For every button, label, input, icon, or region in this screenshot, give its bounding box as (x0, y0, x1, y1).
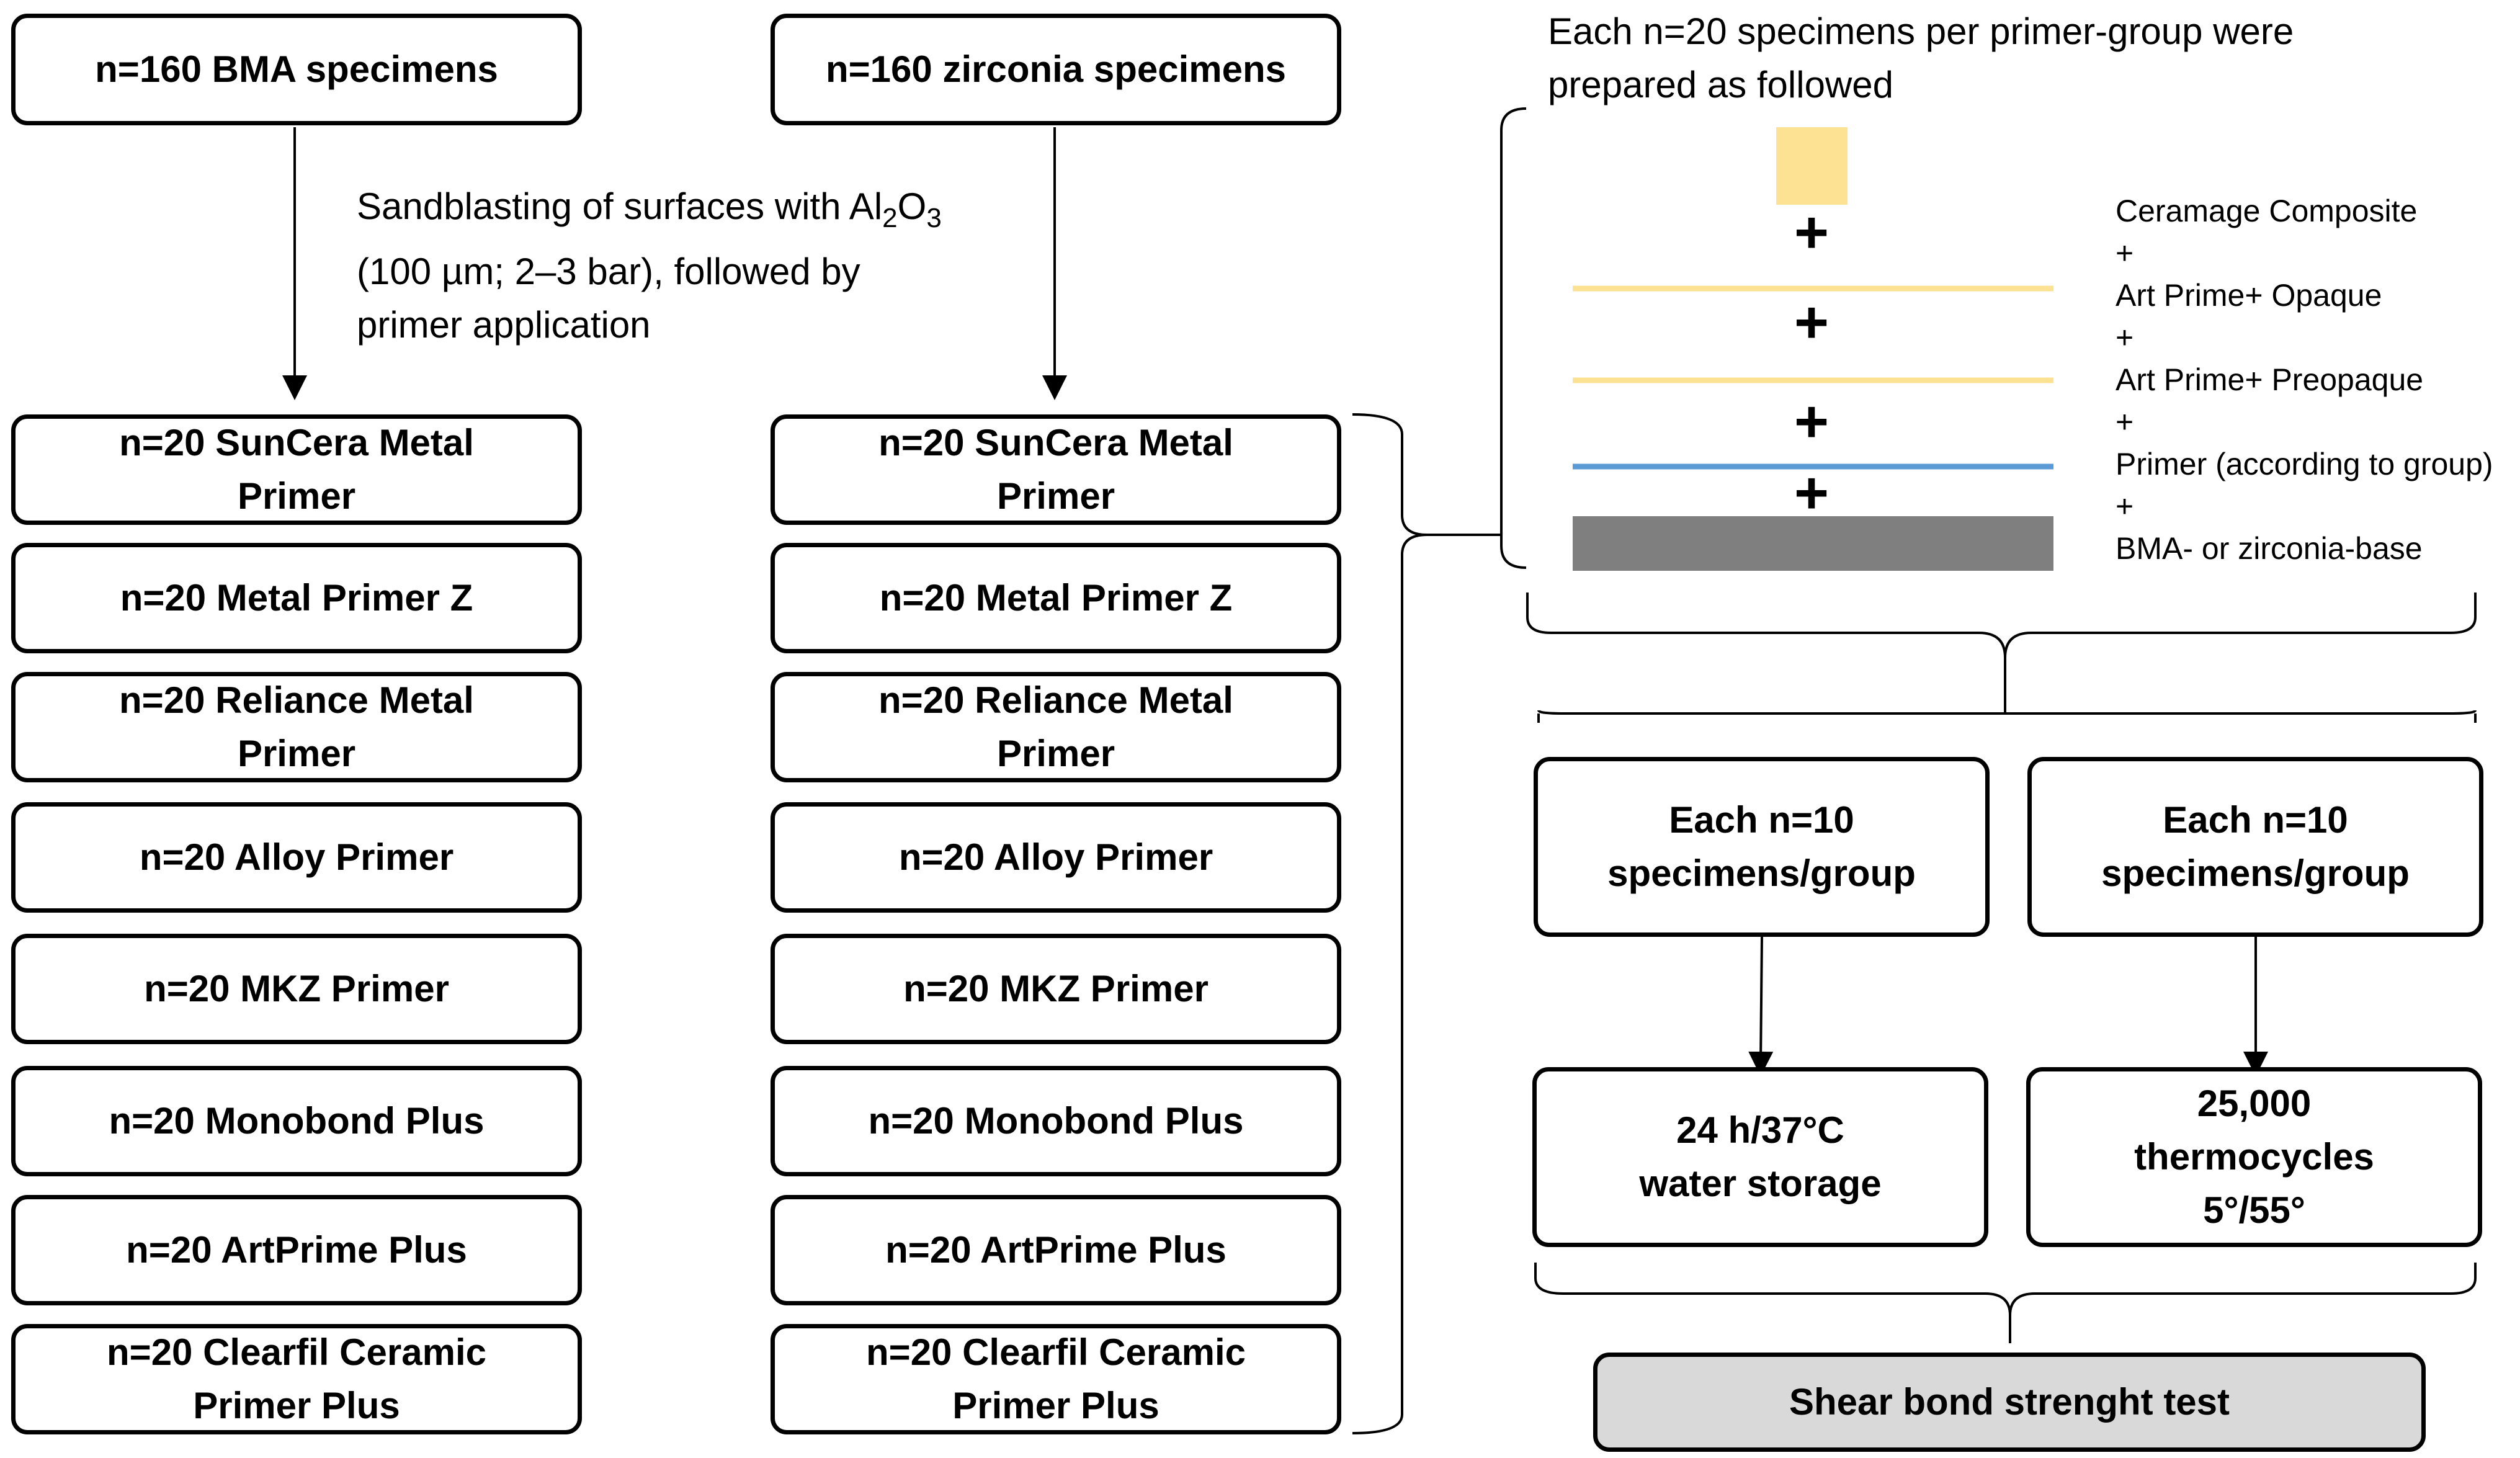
zirconia-specimens-box: n=160 zirconia specimens (771, 14, 1341, 125)
legend-item: Primer (according to group) (2116, 447, 2493, 481)
primer-group-line1: n=20 ArtPrime Plus (885, 1229, 1226, 1271)
layer-legend: Ceramage Composite + Art Prime+ Opaque +… (2116, 192, 2493, 572)
bma-specimens-label: n=160 BMA specimens (95, 48, 498, 90)
sandblast-line1: Sandblasting of surfaces with Al (357, 186, 883, 227)
primer-group-line2: Primer Plus (193, 1385, 400, 1426)
primer-group-line2: Primer (996, 475, 1115, 517)
water-storage-line1: 24 h/37°C (1676, 1109, 1844, 1151)
primer-group-line1: n=20 Monobond Plus (868, 1100, 1244, 1142)
primer-group-line1: n=20 MKZ Primer (144, 968, 449, 1009)
primer-group-box: n=20 Alloy Primer (11, 802, 582, 913)
thermo-group-box: Each n=10 specimens/group (2027, 757, 2483, 937)
sandblast-line2: (100 µm; 2–3 bar), followed by (357, 251, 860, 292)
primer-group-line2: Primer (996, 733, 1115, 774)
water-group-line1: Each n=10 (1669, 799, 1854, 841)
base-block (1573, 516, 2053, 571)
shear-bond-test-box: Shear bond strenght test (1593, 1353, 2426, 1452)
shear-bond-test-label: Shear bond strenght test (1789, 1381, 2230, 1423)
primer-group-line1: n=20 Metal Primer Z (879, 577, 1233, 619)
sandblast-line3: primer application (357, 304, 651, 346)
water-storage-box: 24 h/37°C water storage (1532, 1067, 1988, 1247)
zirconia-brace (1352, 413, 1428, 1434)
primer-group-line1: n=20 Clearfil Ceramic (866, 1331, 1246, 1373)
primer-group-line2: Primer Plus (952, 1385, 1159, 1426)
preparation-title-line1: Each n=20 specimens per primer-group wer… (1548, 11, 2294, 52)
water-storage-line2: water storage (1639, 1163, 1882, 1204)
primer-group-box: n=20 MKZ Primer (771, 934, 1341, 1044)
bma-specimens-box: n=160 BMA specimens (11, 14, 582, 125)
primer-group-line1: n=20 Alloy Primer (139, 836, 454, 878)
legend-item: + (2116, 405, 2134, 439)
sandblast-note: Sandblasting of surfaces with Al2O3 (100… (357, 180, 942, 352)
primer-group-line2: Primer (237, 733, 356, 774)
primer-group-box: n=20 ArtPrime Plus (11, 1195, 582, 1305)
preparation-title: Each n=20 specimens per primer-group wer… (1548, 5, 2294, 112)
thermocycles-box: 25,000 thermocycles 5°/55° (2026, 1067, 2482, 1247)
primer-group-line1: n=20 ArtPrime Plus (126, 1229, 467, 1271)
primer-group-box: n=20 MKZ Primer (11, 934, 582, 1044)
legend-item: BMA- or zirconia-base (2116, 531, 2423, 566)
primer-group-line1: n=20 Metal Primer Z (120, 577, 473, 619)
thermo-group-line2: specimens/group (2101, 852, 2410, 894)
water-group-line2: specimens/group (1607, 852, 1916, 894)
primer-group-box: n=20 Metal Primer Z (771, 543, 1341, 653)
primer-group-line1: n=20 SunCera Metal (878, 422, 1233, 463)
oxide-symbol: O (897, 186, 927, 227)
composite-block (1776, 127, 1848, 205)
primer-group-box: n=20 ArtPrime Plus (771, 1195, 1341, 1305)
thermocycles-line2: thermocycles (2134, 1136, 2374, 1178)
primer-group-line1: n=20 Monobond Plus (109, 1100, 485, 1142)
primer-group-box: n=20 Metal Primer Z (11, 543, 582, 653)
primer-group-line1: n=20 SunCera Metal (119, 422, 474, 463)
thermocycles-line1: 25,000 (2197, 1083, 2312, 1124)
result-brace (1534, 1263, 2477, 1343)
primer-group-line2: Primer (237, 475, 356, 517)
water-group-box: Each n=10 specimens/group (1534, 757, 1990, 937)
legend-item: Art Prime+ Preopaque (2116, 362, 2424, 397)
primer-group-line1: n=20 Alloy Primer (898, 836, 1213, 878)
plus-sign: + (1794, 388, 1830, 455)
primer-group-line1: n=20 Clearfil Ceramic (107, 1331, 486, 1373)
primer-group-line1: n=20 Reliance Metal (878, 679, 1233, 721)
legend-item: Ceramage Composite (2116, 194, 2418, 228)
primer-group-box: n=20 Monobond Plus (11, 1066, 582, 1176)
zirconia-specimens-label: n=160 zirconia specimens (825, 48, 1287, 90)
water-arrow (1748, 936, 1774, 1076)
primer-group-line1: n=20 Reliance Metal (119, 679, 474, 721)
plus-sign: + (1794, 289, 1830, 356)
preparation-bracket (1500, 107, 1527, 569)
preparation-title-line2: prepared as followed (1548, 64, 1894, 105)
legend-item: Art Prime+ Opaque (2116, 278, 2382, 313)
plus-sign: + (1794, 199, 1830, 266)
thermo-group-line1: Each n=10 (2163, 799, 2348, 841)
legend-item: + (2116, 489, 2134, 524)
preparation-bottom-brace (1526, 593, 2477, 713)
al-subscript: 2 (882, 203, 898, 233)
primer-group-line1: n=20 MKZ Primer (903, 968, 1209, 1009)
primer-group-box: n=20 Alloy Primer (771, 802, 1341, 913)
primer-group-box: n=20 Monobond Plus (771, 1066, 1341, 1176)
plus-sign: + (1794, 460, 1830, 526)
thermocycles-line3: 5°/55° (2203, 1189, 2305, 1231)
legend-item: + (2116, 236, 2134, 271)
legend-item: + (2116, 320, 2134, 355)
o-subscript: 3 (926, 203, 942, 233)
